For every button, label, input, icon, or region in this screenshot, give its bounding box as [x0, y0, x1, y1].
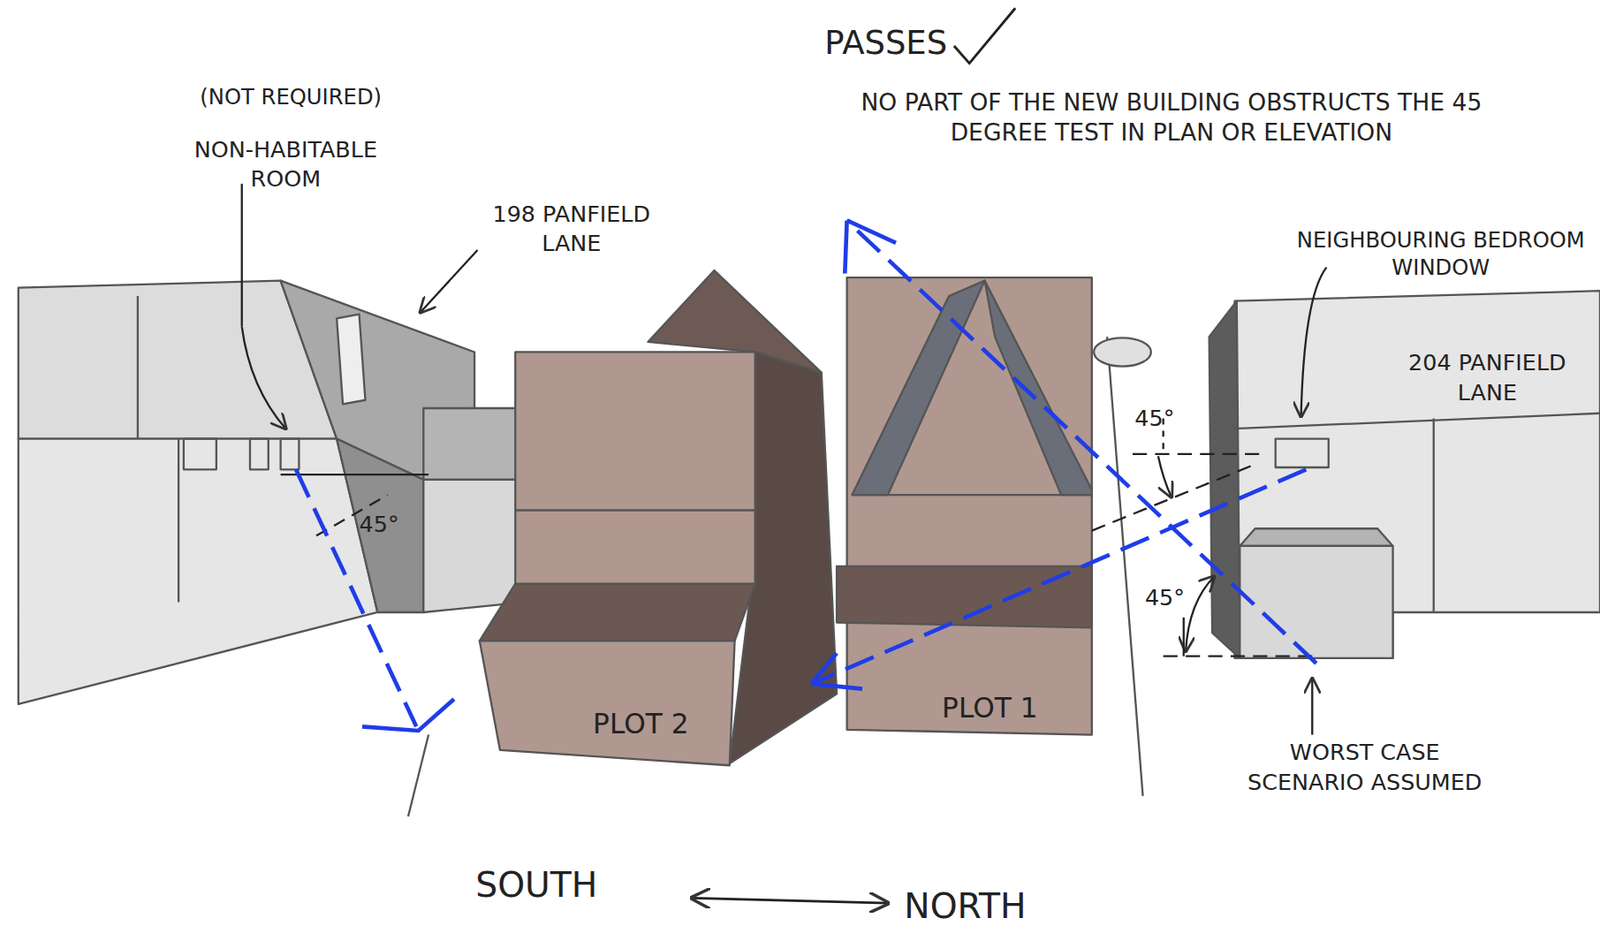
- note-text: (NOT REQUIRED): [199, 83, 435, 113]
- plot-label: PLOT 1: [937, 690, 1042, 727]
- angle-label: 45°: [1134, 403, 1196, 433]
- angle-label: 45°: [359, 509, 421, 539]
- property-label: 198 PANFIELD LANE: [464, 199, 680, 258]
- angle-label: 45°: [1145, 583, 1206, 614]
- plot-building: PLOT 2: [588, 703, 693, 745]
- plot-building: PLOT 1: [937, 687, 1042, 729]
- property-label: 204 PANFIELD LANE: [1377, 348, 1597, 408]
- note-text: WORST CASE SCENARIO ASSUMED: [1244, 738, 1485, 797]
- verdict-note: NO PART OF THE NEW BUILDING OBSTRUCTS TH…: [834, 87, 1509, 149]
- direction-label: NORTH: [903, 883, 1068, 929]
- direction-label: SOUTH: [475, 862, 619, 908]
- plot-label: PLOT 2: [588, 706, 693, 744]
- verdict-heading: PASSES: [824, 22, 978, 65]
- window-label: NEIGHBOURING BEDROOM WINDOW: [1288, 226, 1594, 282]
- room-label: NON-HABITABLE ROOM: [163, 136, 409, 195]
